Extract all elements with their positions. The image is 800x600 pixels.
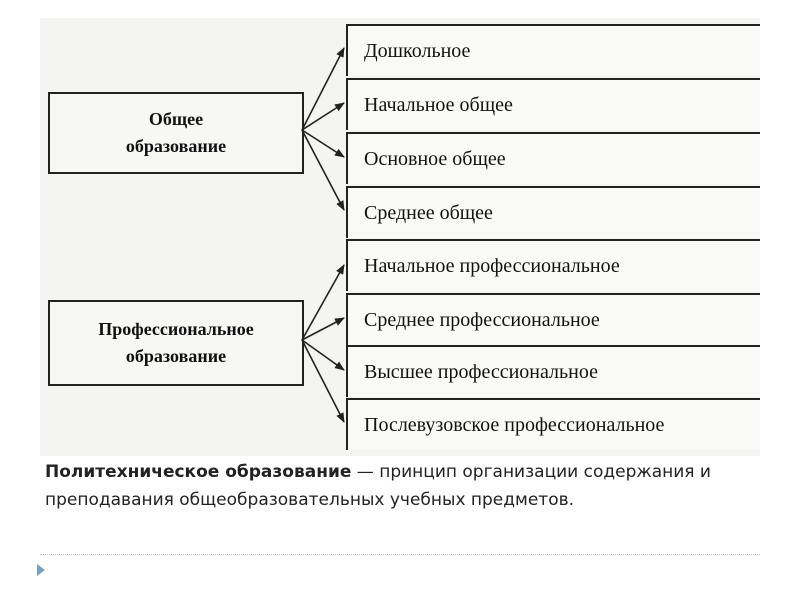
arrow xyxy=(301,264,345,341)
arrow xyxy=(301,47,345,131)
arrow xyxy=(301,339,345,371)
target-label: Начальное общее xyxy=(364,94,513,116)
general-education-box: Общее образование xyxy=(48,92,304,174)
target-label: Начальное профессиональное xyxy=(364,255,620,277)
arrow xyxy=(301,129,345,211)
target-label: Высшее профессиональное xyxy=(364,361,598,383)
target-box-primary-professional: Начальное профессиональное xyxy=(346,239,760,291)
arrow xyxy=(301,339,345,423)
target-label: Среднее профессиональное xyxy=(364,309,600,331)
target-box-secondary-professional: Среднее профессиональное xyxy=(346,293,760,345)
arrow xyxy=(301,317,345,341)
target-box-higher-professional: Высшее профессиональное xyxy=(346,345,760,397)
target-box-secondary-general: Среднее общее xyxy=(346,186,760,238)
divider xyxy=(40,554,760,555)
professional-education-box: Профессиональное образование xyxy=(48,300,304,386)
target-label: Среднее общее xyxy=(364,202,493,224)
target-box-postgraduate-professional: Послевузовское профессиональное xyxy=(346,398,760,450)
target-box-preschool: Дошкольное xyxy=(346,24,760,76)
target-label: Послевузовское профессиональное xyxy=(364,414,665,436)
arrow xyxy=(301,129,345,158)
definition-caption: Политехническое образование — принцип ор… xyxy=(45,458,745,514)
target-label: Основное общее xyxy=(364,148,506,170)
definition-term: Политехническое образование xyxy=(45,462,352,482)
arrow xyxy=(301,102,345,131)
general-education-label: Общее образование xyxy=(125,109,227,156)
target-box-primary-general: Начальное общее xyxy=(346,78,760,130)
professional-education-label: Профессиональное образование xyxy=(98,319,254,366)
target-label: Дошкольное xyxy=(364,40,471,62)
bullet-triangle-icon xyxy=(37,564,45,576)
definition-text: — принцип организации содержания и препо… xyxy=(45,462,711,510)
target-box-basic-general: Основное общее xyxy=(346,132,760,184)
